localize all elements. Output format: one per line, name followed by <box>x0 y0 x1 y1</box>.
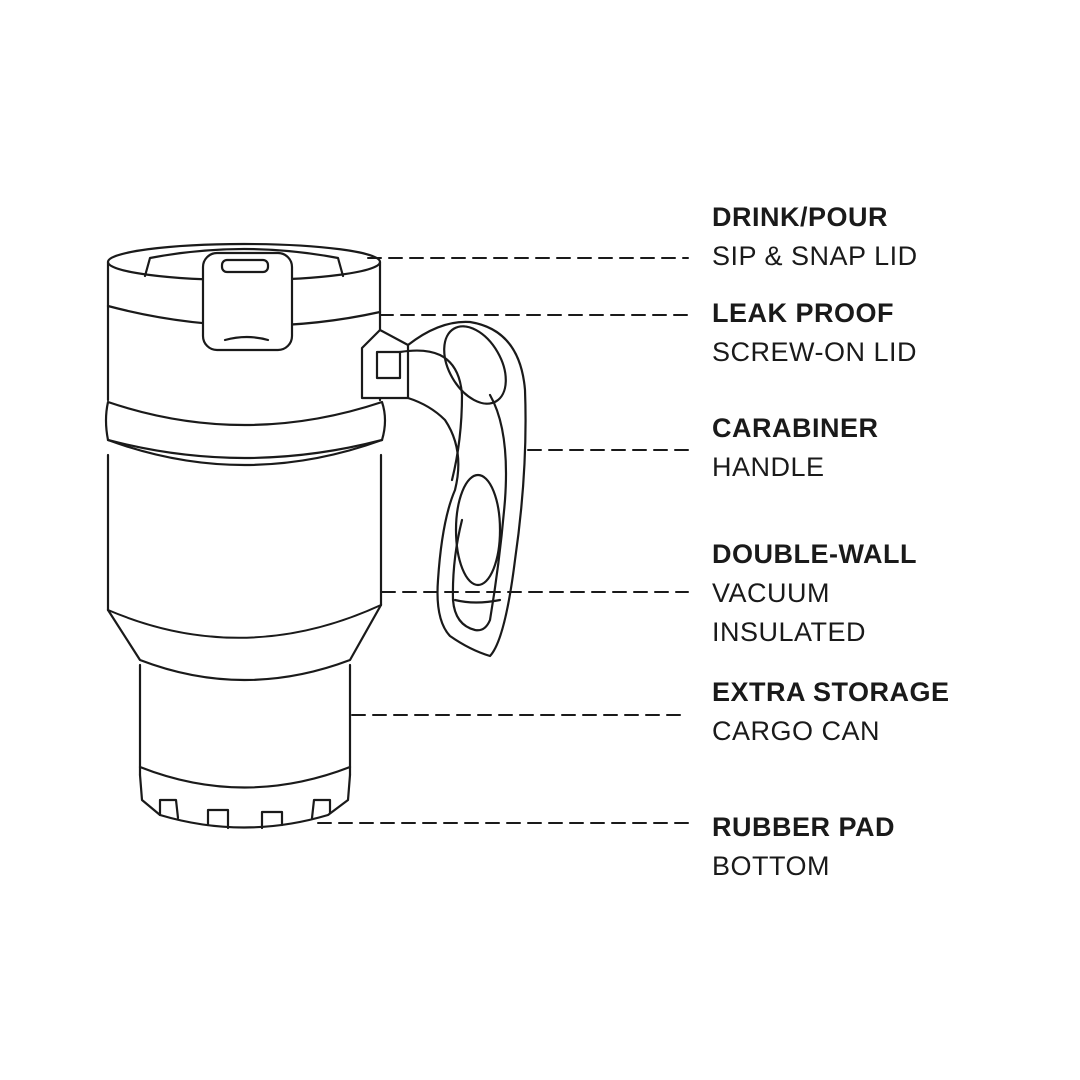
callout-subtitle: VACUUM <box>712 578 831 608</box>
callout-subtitle: HANDLE <box>712 452 825 482</box>
callout-title: CARABINER <box>712 413 879 443</box>
callout-title: LEAK PROOF <box>712 298 895 328</box>
callout-subtitle: INSULATED <box>712 617 867 647</box>
callout-title: DOUBLE-WALL <box>712 539 917 569</box>
callout-subtitle: SCREW-ON LID <box>712 337 918 367</box>
callout-title: DRINK/POUR <box>712 202 889 232</box>
callout-carabiner: CARABINER HANDLE <box>712 409 879 487</box>
carabiner-handle <box>360 320 527 658</box>
callout-double-wall: DOUBLE-WALL VACUUM INSULATED <box>712 535 917 652</box>
cargo-can <box>138 663 352 830</box>
flip-tab <box>201 251 294 352</box>
callout-leak-proof: LEAK PROOF SCREW-ON LID <box>712 294 917 372</box>
leader-lines <box>317 257 689 824</box>
callout-subtitle: CARGO CAN <box>712 716 881 746</box>
callout-subtitle: SIP & SNAP LID <box>712 241 918 271</box>
callout-title: RUBBER PAD <box>712 812 896 842</box>
callout-rubber-pad: RUBBER PAD BOTTOM <box>712 808 895 886</box>
lid <box>106 242 382 352</box>
callout-drink-pour: DRINK/POUR SIP & SNAP LID <box>712 198 918 276</box>
callout-extra-storage: EXTRA STORAGE CARGO CAN <box>712 673 950 751</box>
callout-title: EXTRA STORAGE <box>712 677 950 707</box>
body <box>104 304 387 682</box>
callout-subtitle: BOTTOM <box>712 851 831 881</box>
